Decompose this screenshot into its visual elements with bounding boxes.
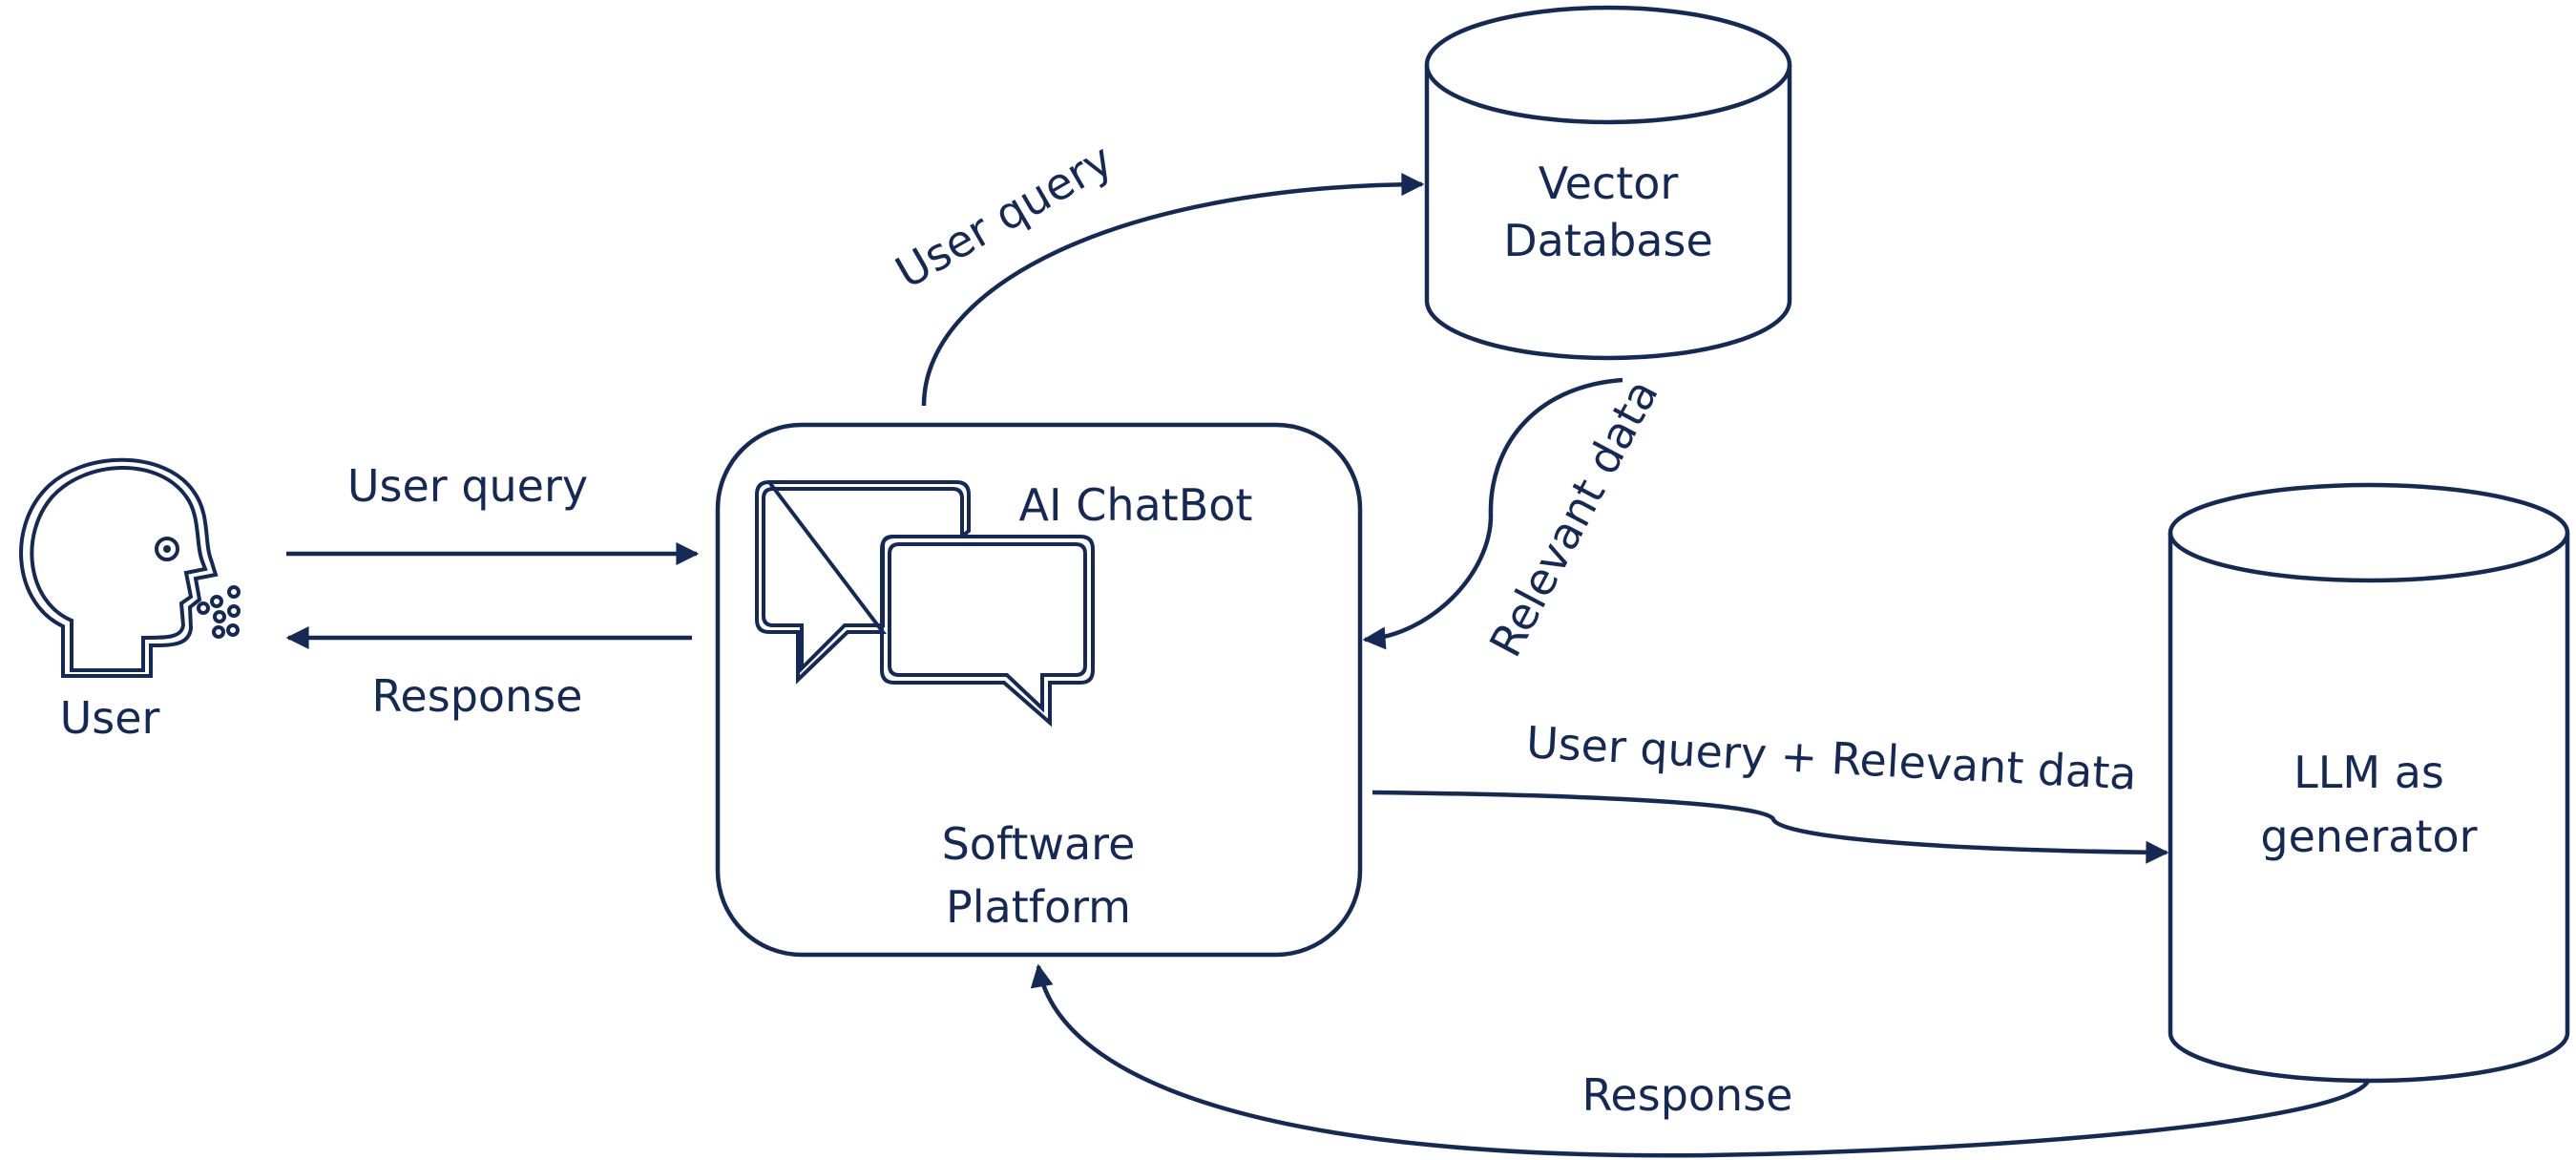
vector-database-cylinder: [1424, 5, 1792, 361]
platform-to-vectordb-arrow: [921, 173, 1425, 407]
vector-database-label-line1: Vector: [1539, 158, 1679, 209]
user-query-label: User query: [347, 460, 588, 512]
software-platform-label-line1: Software: [942, 818, 1136, 870]
platform-to-llm-arrow: [1372, 790, 2169, 864]
ai-chatbot-label: AI ChatBot: [1019, 479, 1253, 531]
llm-label-line1: LLM as: [2293, 747, 2444, 798]
speaking-head-icon: [19, 457, 241, 678]
user-label: User: [60, 692, 160, 744]
vector-database-label-line2: Database: [1503, 215, 1713, 266]
software-platform-box: [715, 422, 1363, 958]
llm-response-label: Response: [1582, 1069, 1793, 1121]
llm-to-platform-arrow: [1030, 963, 2372, 1158]
llm-label-line2: generator: [2260, 811, 2477, 862]
relevant-data-label: Relevant data: [1479, 370, 1668, 664]
user-query-relevant-data-label: User query + Relevant data: [1525, 716, 2138, 799]
software-platform-label-line2: Platform: [946, 881, 1131, 933]
chat-bubbles-icon: [755, 479, 1095, 728]
response-label: Response: [372, 670, 583, 722]
vectordb-to-platform-arrow: [1362, 377, 1623, 650]
vectordb-user-query-label: User query: [887, 134, 1120, 299]
